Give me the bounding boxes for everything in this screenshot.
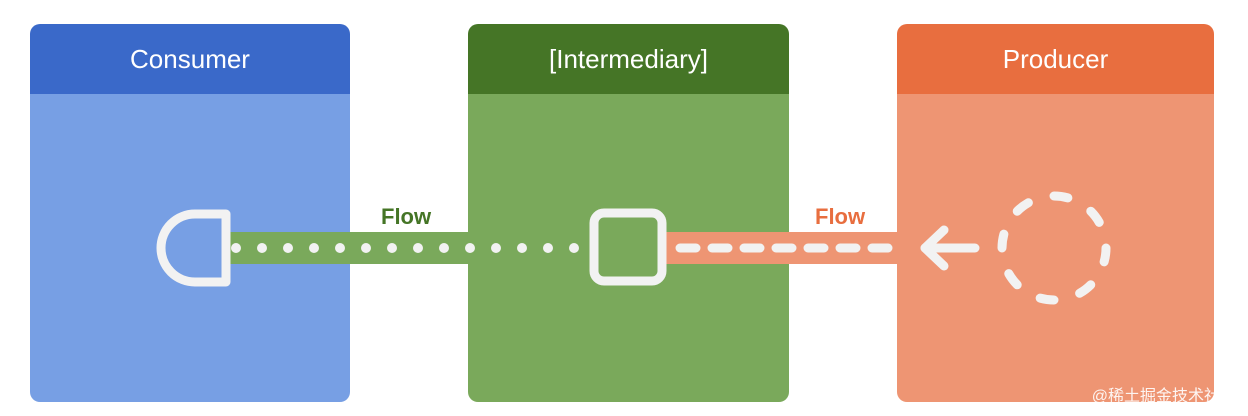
flow-label-left: Flow [381, 204, 432, 229]
flow-label-right: Flow [815, 204, 866, 229]
producer-source-icon [997, 191, 1111, 305]
watermark: @稀土掘金技术社区 [1091, 388, 1236, 405]
green-flow-pipe [226, 232, 592, 264]
producer-arrow-icon [920, 225, 980, 271]
consumer-title: Consumer [30, 24, 350, 94]
intermediary-title: [Intermediary] [468, 24, 789, 94]
producer-title: Producer [897, 24, 1214, 94]
intermediary-node-icon [589, 208, 667, 286]
consumer-receiver-icon [156, 209, 231, 287]
